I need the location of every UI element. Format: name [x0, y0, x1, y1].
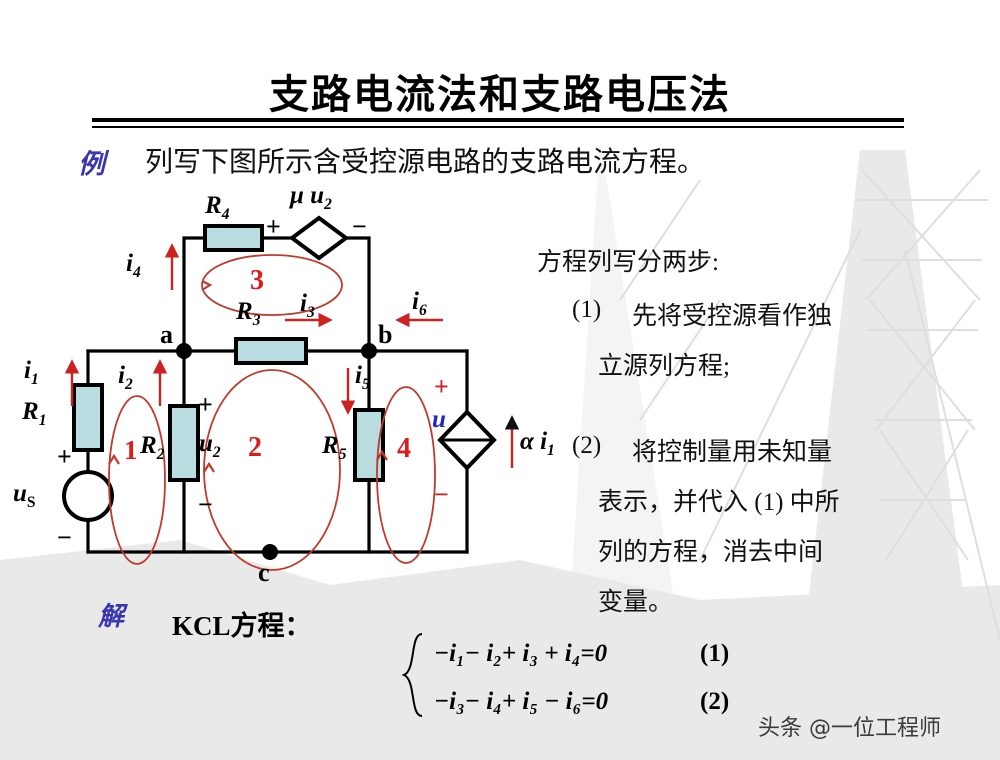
equation-brace [400, 632, 426, 718]
steps-heading: 方程列写分两步: [537, 249, 719, 276]
current-direction-arrows [64, 243, 520, 468]
step-1-line-2: 立源列方程; [598, 353, 730, 380]
resistor-label-R2: R2 [140, 432, 165, 463]
resistor-label-R4: R4 [205, 192, 230, 223]
site-watermark: 头条 @一位工程师 [758, 716, 941, 741]
step-2-line-1: 将控制量用未知量 [632, 439, 833, 466]
node-a-label: a [160, 320, 173, 349]
equation-2-number: (2) [700, 688, 730, 715]
node-b-label: b [378, 320, 393, 349]
uS-plus-sign: + [57, 442, 72, 471]
loop-2-direction-tick [203, 461, 215, 473]
step-1-line-1: 先将受控源看作独 [632, 303, 833, 330]
step-2-line-3: 列的方程，消去中间 [598, 539, 824, 566]
resistor-bodies [72, 224, 385, 482]
dependent-source-mu-u2-symbol [288, 215, 350, 261]
current-label-i6: i6 [412, 288, 427, 319]
loop-4-ellipse [376, 386, 436, 564]
resistor-R4-body [203, 224, 264, 252]
dependent-source-alpha-i1-symbol [437, 409, 497, 471]
current-label-i4: i4 [126, 250, 141, 281]
loop-2-ellipse [203, 369, 341, 571]
mesh-loop-ellipses [108, 254, 436, 571]
resistor-R3-body [234, 337, 308, 365]
uS-minus-sign: − [57, 523, 72, 552]
node-c-dot [262, 544, 278, 560]
source-label-uS: uS [13, 480, 36, 511]
loop-1-direction-tick [108, 453, 120, 465]
loop-2-label: 2 [248, 432, 262, 463]
u-plus-sign: + [434, 372, 449, 401]
voltage-label-u2: u2 [199, 430, 221, 461]
loop-3-direction-tick [201, 280, 213, 291]
loop-3-label: 3 [250, 265, 264, 296]
step-2-line-2: 表示，并代入 (1) 中所 [598, 489, 840, 516]
equation-2-text: −i₃− i₄+ i₅ − i₆=0 [434, 688, 609, 715]
resistor-label-R5: R5 [322, 432, 347, 463]
example-marker: 例 [78, 149, 105, 179]
loop-1-label: 1 [124, 435, 138, 465]
step-1-number: (1) [572, 296, 602, 323]
resistor-label-R1: R1 [22, 398, 47, 429]
equation-1-text: −i₁− i₂+ i₃ + i₄=0 [434, 640, 608, 667]
u2-plus-sign: + [198, 390, 213, 419]
loop-4-label: 4 [397, 433, 411, 464]
current-label-i2: i2 [118, 362, 133, 393]
kcl-heading: KCL方程： [172, 611, 312, 641]
loop-1-ellipse [108, 395, 166, 565]
example-statement: 列写下图所示含受控源电路的支路电流方程。 [145, 147, 706, 178]
loop-4-direction-tick [376, 449, 388, 461]
current-label-i3: i3 [300, 290, 315, 321]
mu-u2-plus-sign: + [266, 212, 281, 241]
loop-3-ellipse [201, 254, 343, 316]
circuit-wires [86, 236, 469, 554]
equation-1-number: (1) [700, 640, 730, 667]
source-label-mu-u2: μ u2 [290, 182, 332, 213]
circuit-diagram: i1 R1 i2 1 R2 uS + − i4 R4 + μ u2 − 3 R3… [0, 180, 555, 600]
u-minus-sign: − [434, 480, 449, 509]
node-a-dot [176, 343, 192, 359]
step-2-number: (2) [572, 432, 602, 459]
source-label-alpha-i1: α i1 [520, 428, 555, 459]
circuit-node-dots [176, 343, 377, 560]
current-label-i1: i1 [24, 357, 39, 388]
node-c-label: c [258, 558, 270, 587]
mu-u2-minus-sign: − [352, 212, 367, 241]
resistor-R2-body [168, 404, 200, 482]
title-rule-thin [92, 126, 904, 128]
voltage-label-u: u [432, 406, 446, 433]
resistor-label-R3: R3 [236, 298, 261, 329]
solution-marker: 解 [98, 602, 125, 631]
node-b-dot [361, 343, 377, 359]
current-label-i5: i5 [355, 362, 370, 393]
u2-minus-sign: − [198, 490, 213, 519]
resistor-R1-body [72, 383, 104, 452]
voltage-source-uS-symbol [62, 470, 114, 522]
step-2-line-4: 变量。 [598, 589, 674, 616]
page-title: 支路电流法和支路电压法 [269, 72, 731, 118]
title-rule-thick [92, 118, 904, 122]
